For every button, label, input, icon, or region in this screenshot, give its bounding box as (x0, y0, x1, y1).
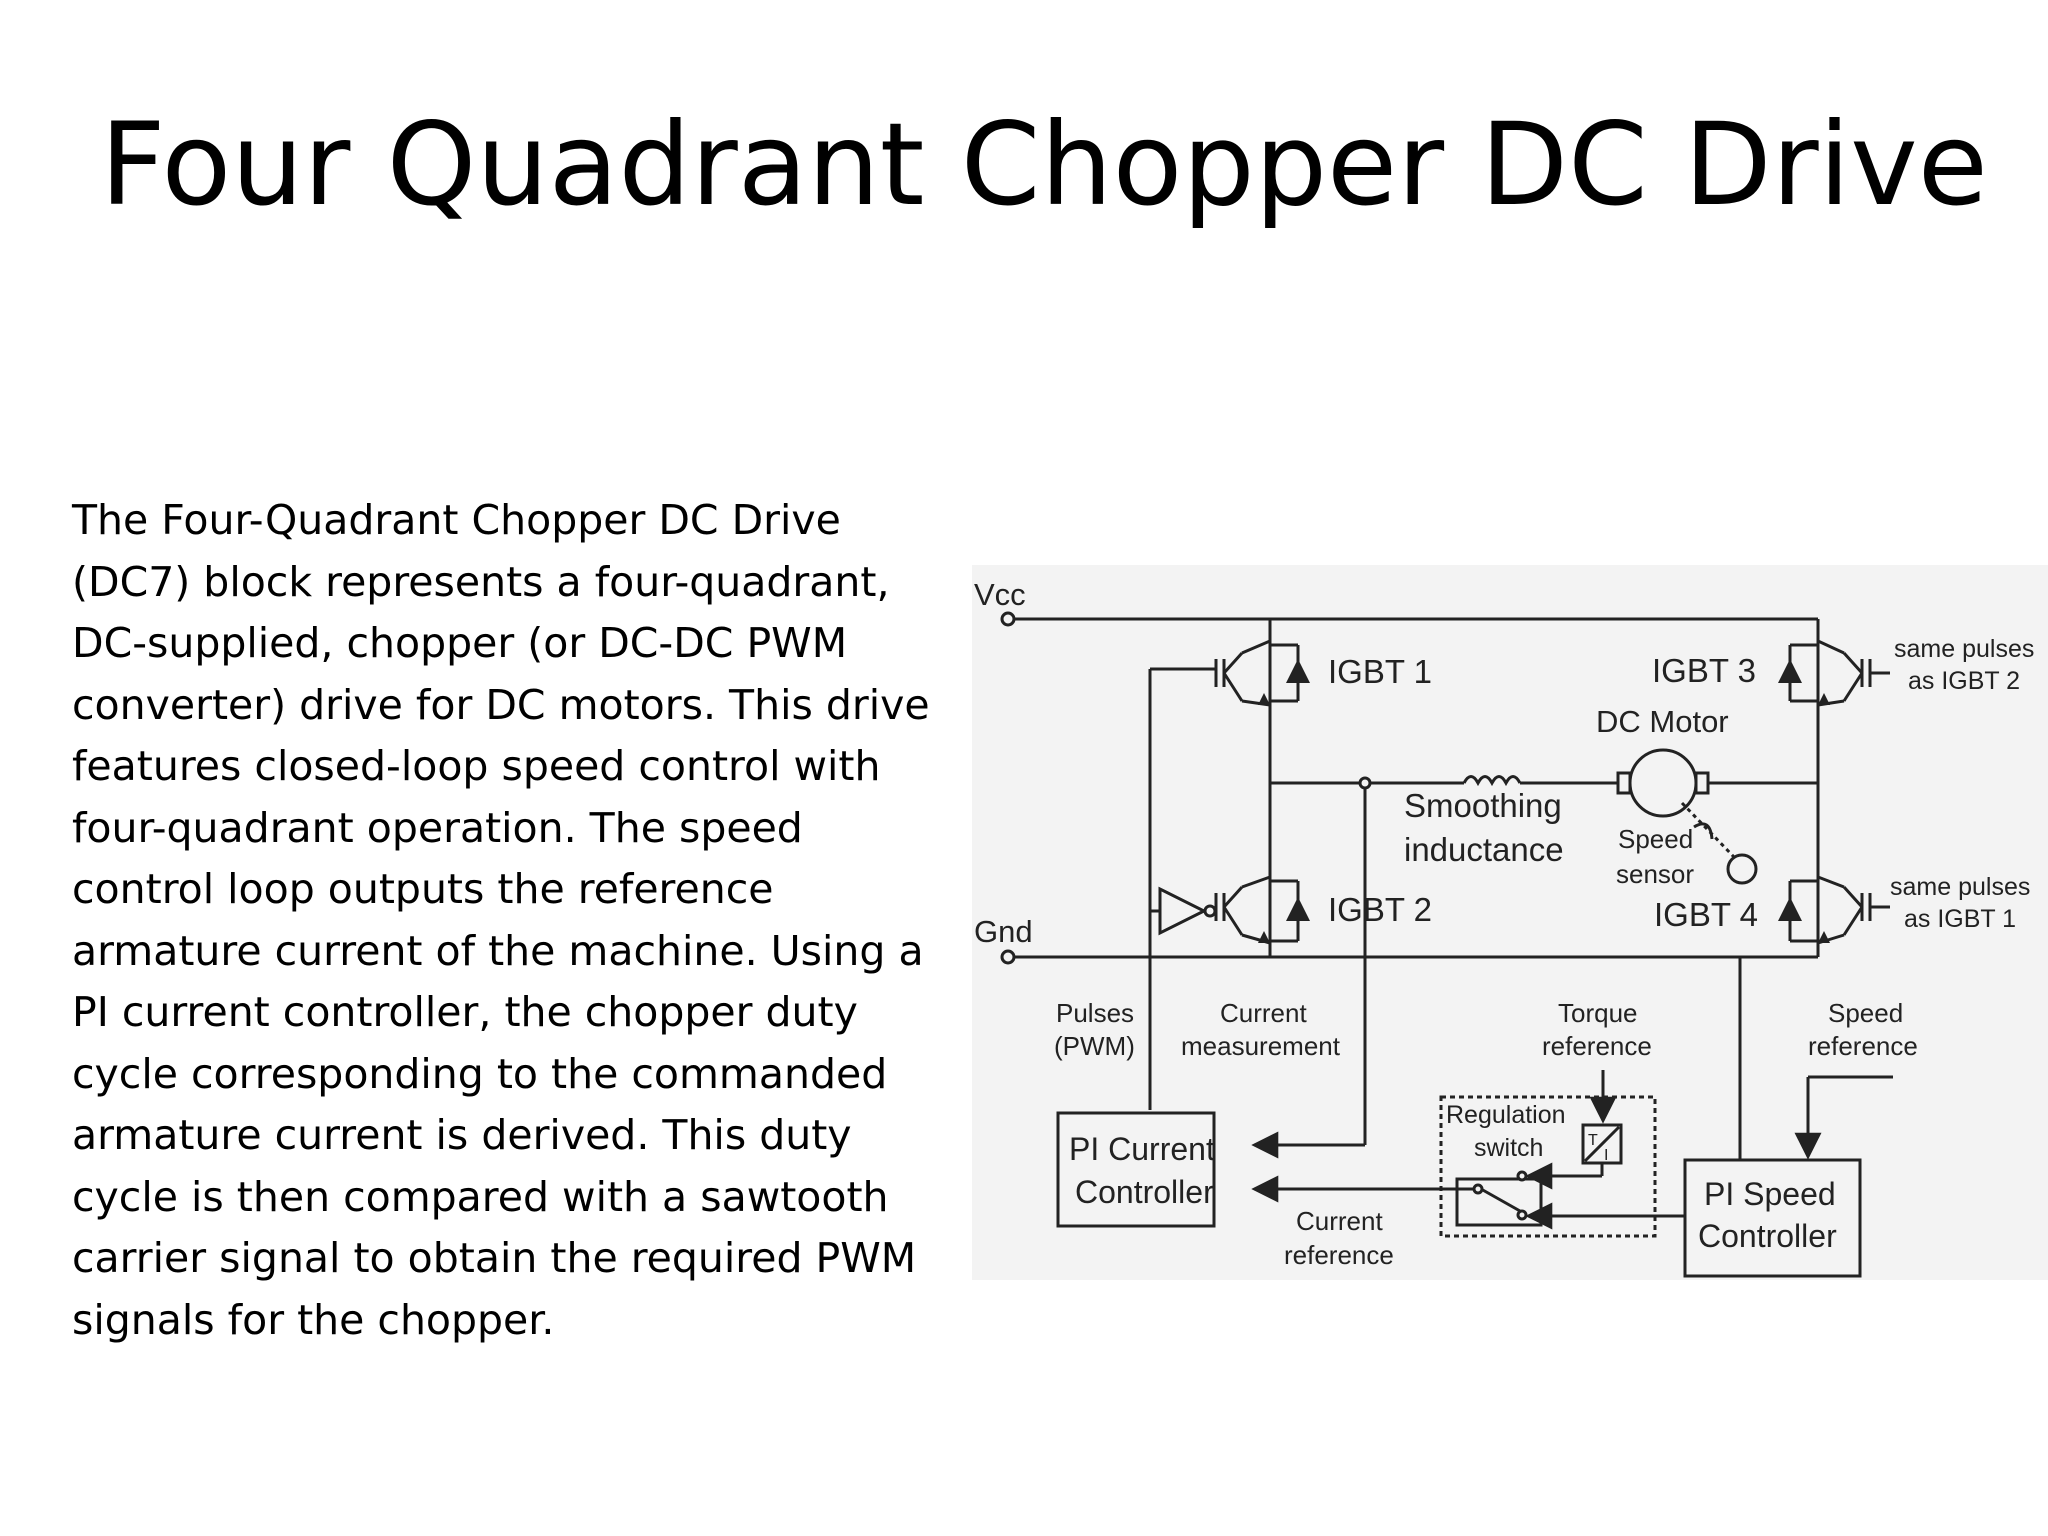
body-line: PI current controller, the chopper duty (72, 988, 858, 1036)
speed-label: Speed (1618, 824, 1693, 854)
torque-ref-label-1: Torque (1558, 998, 1638, 1028)
igbt1-switch (1150, 639, 1271, 707)
current-symbol-I: I (1604, 1147, 1608, 1164)
speed-ref-label-2: reference (1808, 1031, 1918, 1061)
chopper-circuit-diagram: Vcc Gnd IGBT 1 IGBT 2 IGBT 3 IGBT 4 same… (972, 565, 2048, 1280)
body-line: armature current of the machine. Using a (72, 926, 924, 975)
body-paragraph: The Four-Quadrant Chopper DC Drive (DC7)… (72, 490, 952, 1351)
body-line: cycle corresponding to the commanded (72, 1049, 888, 1098)
igbt3-switch (1817, 639, 1890, 707)
gnd-rail (1000, 949, 1818, 965)
speed-ref-label-1: Speed (1828, 998, 1903, 1028)
body-line: The Four-Quadrant Chopper DC Drive (72, 496, 841, 544)
sensor-label: sensor (1616, 859, 1694, 889)
pi-current-controller-block (1056, 1111, 1216, 1228)
inverter-gate (1150, 886, 1217, 936)
torque-symbol-T: T (1588, 1132, 1598, 1149)
smoothing-label: Smoothing (1404, 787, 1562, 824)
smoothing-inductor (1462, 775, 1522, 787)
torque-ref-label-2: reference (1542, 1031, 1652, 1061)
same-pulses-igbt2-line2: as IGBT 2 (1908, 667, 2020, 695)
pwm-label: (PWM) (1054, 1031, 1135, 1061)
pi-speed-controller-block (1683, 1158, 1862, 1278)
igbt3-label: IGBT 3 (1652, 652, 1756, 689)
igbt2-label: IGBT 2 (1328, 891, 1432, 928)
current-meas-label-1: Current (1220, 998, 1307, 1028)
body-line: (DC7) block represents a four-quadrant, (72, 557, 890, 606)
body-line: features closed-loop speed control with (72, 742, 881, 790)
speed-sensor-symbol (1680, 801, 1758, 885)
same-pulses-igbt2-line1: same pulses (1894, 635, 2034, 663)
vcc-rail (1000, 611, 1818, 627)
dc-motor-label: DC Motor (1596, 704, 1729, 739)
body-line: armature current is derived. This duty (72, 1111, 852, 1159)
body-line: carrier signal to obtain the required PW… (72, 1234, 917, 1282)
current-ref-label-2: reference (1284, 1240, 1394, 1270)
igbt2-switch (1214, 875, 1271, 945)
pi-speed-label-2: Controller (1698, 1218, 1837, 1254)
pi-current-label-2: Controller (1075, 1174, 1214, 1210)
body-line: four-quadrant operation. The speed (72, 803, 803, 852)
igbt4-label: IGBT 4 (1654, 896, 1758, 933)
body-line: converter) drive for DC motors. This dri… (72, 680, 930, 729)
body-line: DC-supplied, chopper (or DC-DC PWM (72, 619, 848, 667)
regulation-label: Regulation (1446, 1101, 1566, 1129)
current-ref-label-1: Current (1296, 1206, 1383, 1236)
slide-title: Four Quadrant Chopper DC Drive (100, 98, 1988, 231)
inductance-label: inductance (1404, 831, 1564, 868)
gnd-label: Gnd (974, 914, 1033, 949)
same-pulses-igbt1-line1: same pulses (1890, 873, 2030, 901)
igbt1-label: IGBT 1 (1328, 653, 1432, 690)
switch-label: switch (1474, 1134, 1543, 1162)
pulses-label: Pulses (1056, 998, 1134, 1028)
pi-speed-label-1: PI Speed (1704, 1176, 1836, 1212)
igbt4-switch (1817, 875, 1890, 945)
body-line: control loop outputs the reference (72, 865, 774, 913)
current-meas-label-2: measurement (1181, 1031, 1341, 1061)
pi-current-label-1: PI Current (1069, 1131, 1215, 1167)
same-pulses-igbt1-line2: as IGBT 1 (1904, 905, 2016, 933)
body-line: cycle is then compared with a sawtooth (72, 1172, 889, 1221)
body-line: signals for the chopper. (72, 1295, 555, 1344)
dc-motor-symbol (1628, 748, 1698, 818)
vcc-label: Vcc (974, 577, 1026, 612)
